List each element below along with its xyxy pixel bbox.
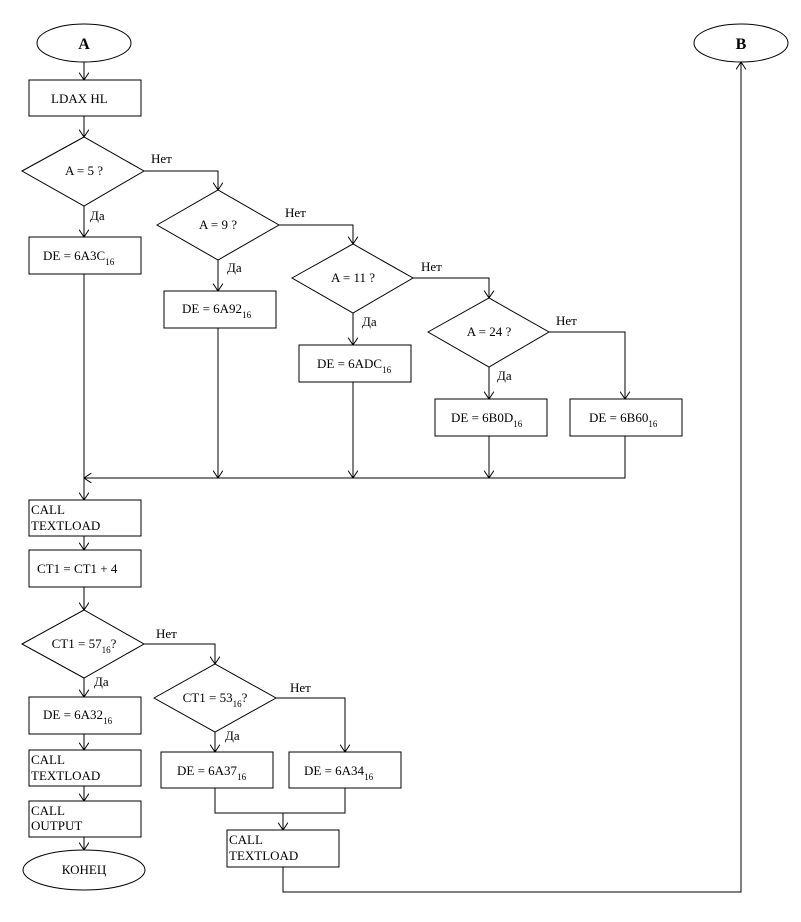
de-6a92-box [163,290,277,329]
de-6b0d-box [434,398,548,437]
edge-a5-no [144,170,218,190]
decision-a-9-label: A = 9 ? [199,217,237,232]
edge-a24-no [549,331,625,399]
de-6a3c-box [28,236,142,275]
de-6b60-label: DE = 6B6016 [589,410,658,429]
de-6a37-box [160,751,274,789]
edge-6b60-merge [84,436,626,478]
ct1-increment-box [28,549,142,588]
edge-ct53-no [276,697,345,752]
label-yes-a24: Да [497,368,512,383]
label-yes-ct53: Да [225,728,240,743]
label-no-ct57: Нет [156,626,177,641]
call-textload-box-1 [28,499,142,537]
call-textload-2-line1: CALL [31,752,65,767]
edge-a11-no [413,277,489,298]
label-no-ct53: Нет [290,680,311,695]
label-no-a24: Нет [556,313,577,328]
decision-a-11-label: A = 11 ? [331,270,375,285]
edge-a9-no [279,224,353,244]
de-6a32-box [28,696,142,735]
edge-ct53-merge [214,788,346,814]
label-yes-a11: Да [362,314,377,329]
de-6adc-label: DE = 6ADC16 [317,356,392,375]
edge-call3-to-b [282,62,741,893]
label-no-a11: Нет [421,259,442,274]
de-6a32-label: DE = 6A3216 [43,707,113,726]
de-6b0d-label: DE = 6B0D16 [451,410,523,429]
ct1-increment-label: CT1 = CT1 + 4 [37,561,118,576]
decision-a-5-label: A = 5 ? [65,163,103,178]
de-6a3c-label: DE = 6A3C16 [43,248,115,267]
de-6a34-box [288,751,402,789]
call-output-line2: OUTPUT [31,818,82,833]
label-yes-ct57: Да [94,674,109,689]
call-textload-3-line2: TEXTLOAD [229,848,298,863]
de-6a37-label: DE = 6A3716 [177,763,247,782]
de-6a92-label: DE = 6A9216 [182,301,252,320]
decision-ct1-57-label: CT1 = 5716? [52,636,117,655]
exit-connector-label: B [736,36,747,53]
de-6b60-box [569,398,683,437]
call-textload-box-2 [28,749,142,787]
end-terminal-label: КОНЕЦ [62,862,107,877]
call-textload-1-line1: CALL [31,502,65,517]
label-yes-a5: Да [90,208,105,223]
label-no-a5: Нет [151,151,172,166]
start-connector-label: A [78,36,90,53]
label-no-a9: Нет [285,205,306,220]
ldax-hl-box [28,79,142,117]
call-textload-3-line1: CALL [229,832,263,847]
ldax-hl-label: LDAX HL [51,91,108,106]
edge-ct57-no [144,643,215,664]
call-output-box [28,800,142,838]
de-6a34-label: DE = 6A3416 [304,763,374,782]
call-textload-1-line2: TEXTLOAD [31,518,100,533]
label-yes-a9: Да [227,260,242,275]
decision-ct1-53-label: CT1 = 5316? [183,690,248,709]
decision-a-24-label: A = 24 ? [467,324,512,339]
call-textload-2-line2: TEXTLOAD [31,768,100,783]
call-output-line1: CALL [31,803,65,818]
